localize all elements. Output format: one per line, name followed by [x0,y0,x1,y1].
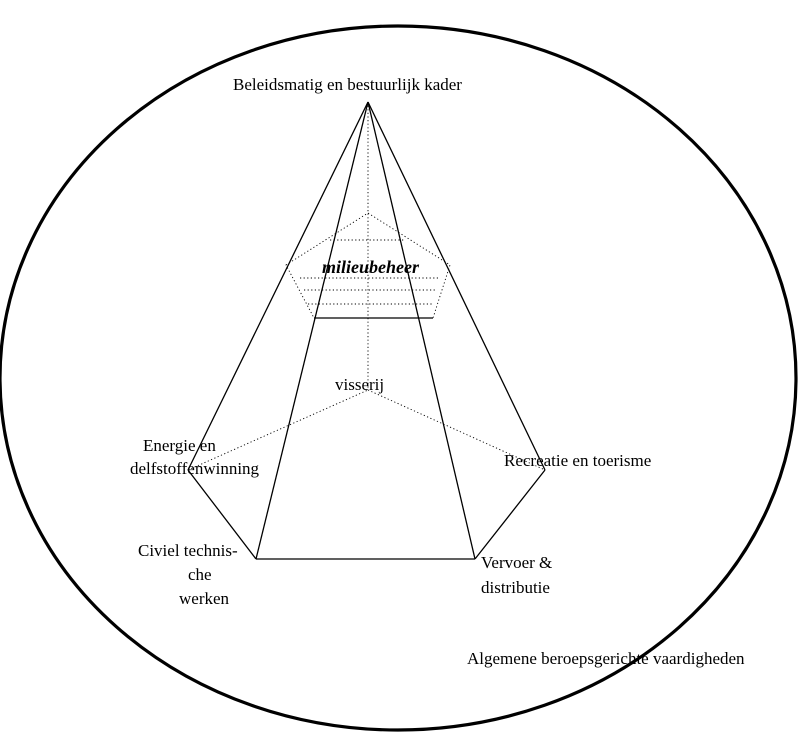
outer-circle [0,24,798,732]
hidden-edges [187,102,546,471]
recreation-label: Recreatie en toerisme [504,451,651,470]
civil-label-line2: che [188,565,212,584]
transport-label-line1: Vervoer & [481,553,552,572]
civil-label-line1: Civiel technis- [138,541,238,560]
core-label: milieubeheer [322,257,420,277]
civil-label-line3: werken [179,589,230,608]
transport-label-line2: distributie [481,578,550,597]
outer-label: Algemene beroepsgerichte vaardigheden [467,649,745,668]
core-hexagon [285,212,451,319]
apex-label: Beleidsmatig en bestuurlijk kader [233,75,462,94]
center-label: visserij [335,375,384,394]
energy-label-line1: Energie en [143,436,216,455]
energy-label-line2: delfstoffenwinning [130,459,260,478]
pyramid-edges [187,101,546,560]
